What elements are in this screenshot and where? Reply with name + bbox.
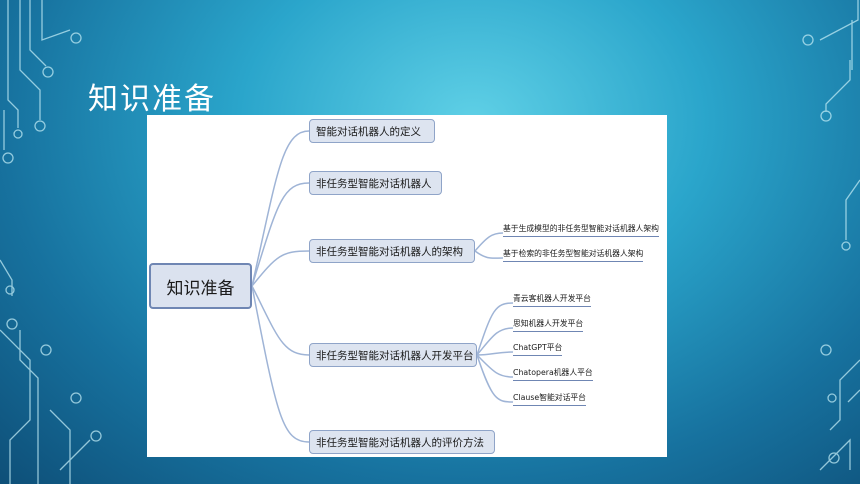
mindmap-root-node: 知识准备 [149, 263, 252, 309]
branch-evaluation: 非任务型智能对话机器人的评价方法 [309, 430, 495, 454]
leaf-chatopera-platform: Chatopera机器人平台 [513, 367, 593, 381]
page-title: 知识准备 [88, 82, 216, 117]
branch-dev-platforms: 非任务型智能对话机器人开发平台 [309, 343, 477, 367]
leaf-chatgpt-platform: ChatGPT平台 [513, 342, 563, 356]
branch-definition: 智能对话机器人的定义 [309, 119, 435, 143]
leaf-generative-architecture: 基于生成模型的非任务型智能对话机器人架构 [503, 223, 659, 237]
leaf-sizhi-platform: 思知机器人开发平台 [513, 318, 584, 332]
leaf-qingyunke-platform: 青云客机器人开发平台 [513, 293, 591, 307]
leaf-retrieval-architecture: 基于检索的非任务型智能对话机器人架构 [503, 248, 644, 262]
mindmap-connectors [251, 130, 514, 443]
branch-architecture: 非任务型智能对话机器人的架构 [309, 239, 475, 263]
branch-non-task-bot: 非任务型智能对话机器人 [309, 171, 442, 195]
mindmap-diagram: 知识准备 智能对话机器人的定义 非任务型智能对话机器人 非任务型智能对话机器人的… [147, 115, 667, 457]
leaf-clause-platform: Clause智能对话平台 [513, 392, 586, 406]
